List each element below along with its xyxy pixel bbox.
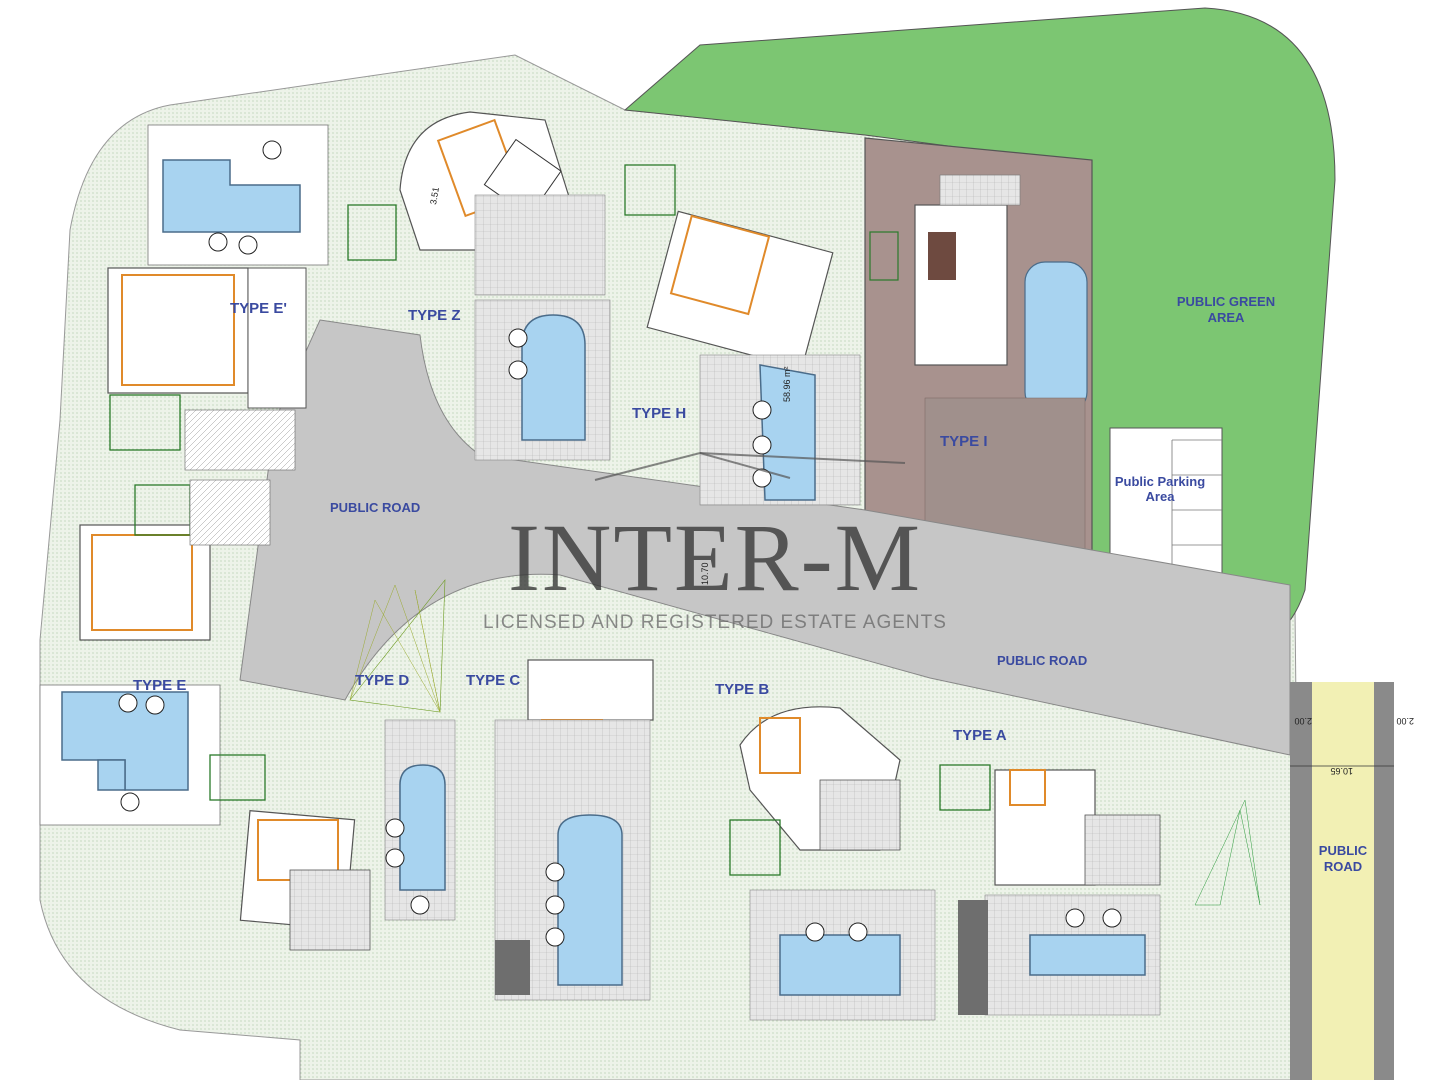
type-z-house (347, 111, 611, 461)
label-type-i: TYPE I (940, 433, 988, 450)
label-type-b: TYPE B (715, 681, 769, 698)
dim-road-width: 10.70 (700, 562, 710, 585)
label-type-z: TYPE Z (408, 307, 461, 324)
label-type-e: TYPE E (133, 677, 186, 694)
label-public-road-side-line2: ROAD (1324, 859, 1362, 874)
type-b-house (729, 706, 936, 1021)
label-public-green-area-line2: AREA (1208, 310, 1245, 325)
label-public-parking-line2: Area (1146, 489, 1176, 504)
side-road (1290, 682, 1394, 1080)
type-c-house (494, 659, 654, 1001)
dim-pool-area: 58.96 m² (782, 366, 792, 402)
label-type-c: TYPE C (466, 672, 520, 689)
dim-stair-height: 3.51 (428, 186, 441, 205)
label-public-road-left: PUBLIC ROAD (330, 500, 420, 515)
dim-side-total: 10.65 (1330, 766, 1353, 776)
type-e-prime-house (107, 124, 329, 471)
watermark-subtitle: LICENSED AND REGISTERED ESTATE AGENTS (483, 612, 947, 633)
label-public-road-side-line1: PUBLIC (1319, 843, 1368, 858)
label-type-e-prime: TYPE E' (230, 300, 287, 317)
dim-side-right: 2.00 (1396, 716, 1414, 726)
type-i-plot (864, 137, 1093, 616)
watermark-title: INTER-M (508, 504, 922, 611)
label-public-green-area-line1: PUBLIC GREEN (1177, 294, 1275, 309)
type-a-house (939, 764, 1261, 1016)
label-type-a: TYPE A (953, 727, 1007, 744)
type-d-house (209, 579, 456, 951)
label-type-d: TYPE D (355, 672, 409, 689)
label-public-road-right: PUBLIC ROAD (997, 653, 1087, 668)
dim-side-left: 2.00 (1294, 716, 1312, 726)
public-road-main (239, 319, 1291, 756)
label-public-parking-line1: Public Parking (1115, 474, 1205, 489)
type-e-house (39, 479, 271, 826)
watermark-logo (594, 451, 906, 481)
label-type-h: TYPE H (632, 405, 686, 422)
type-h-house (624, 164, 861, 506)
